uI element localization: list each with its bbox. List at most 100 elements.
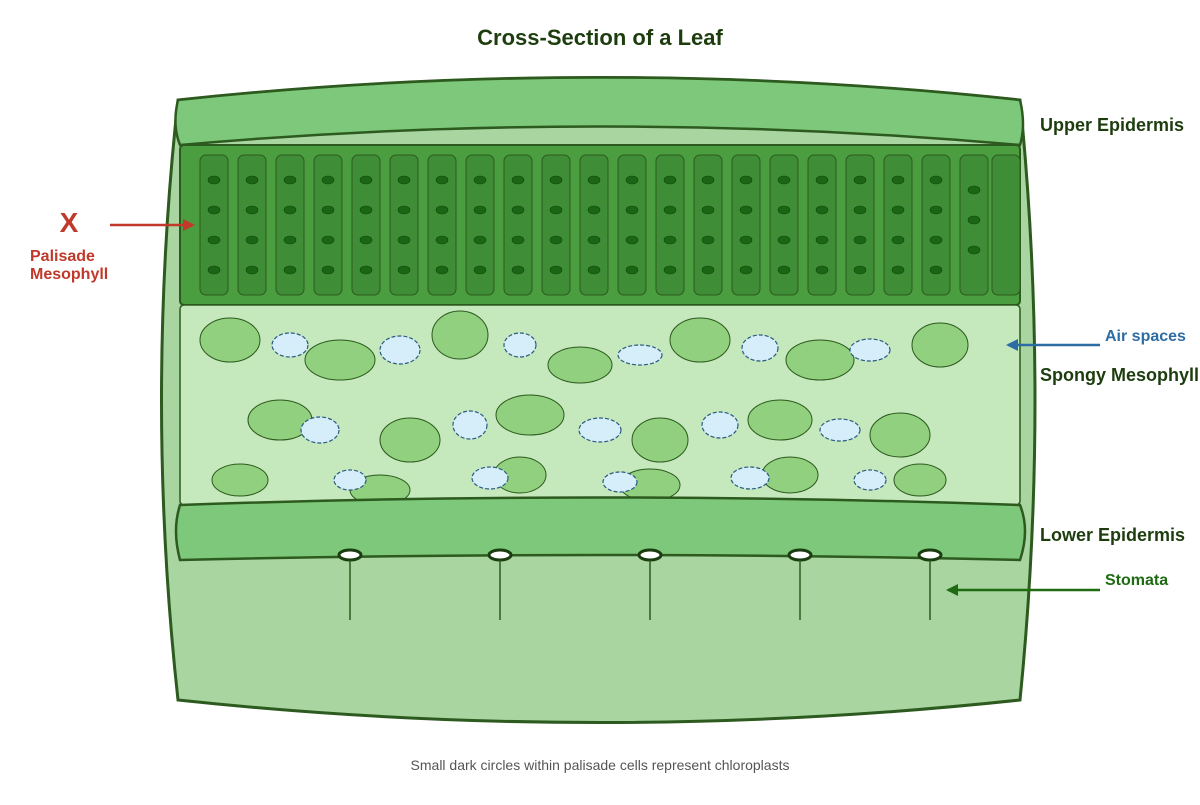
chloroplast (397, 265, 411, 275)
chloroplast (891, 205, 905, 215)
palisade-cell (275, 154, 305, 296)
label-palisade-line2: Mesophyll (30, 266, 108, 283)
chloroplast (245, 175, 259, 185)
chloroplast (701, 235, 715, 245)
chloroplast (473, 205, 487, 215)
palisade-cell (921, 154, 951, 296)
chloroplast (663, 235, 677, 245)
chloroplast (283, 265, 297, 275)
air-space (452, 410, 488, 440)
marker-x: X (60, 207, 79, 238)
chloroplast (397, 235, 411, 245)
label-palisade-line1: Palisade (30, 248, 95, 265)
chloroplast (359, 205, 373, 215)
palisade-cell (389, 154, 419, 296)
spongy-cell (431, 310, 489, 360)
air-space (741, 334, 779, 362)
chloroplast (739, 205, 753, 215)
chloroplast (853, 265, 867, 275)
chloroplast (321, 175, 335, 185)
upper-epidermis (174, 76, 1025, 147)
palisade-cell (959, 154, 989, 296)
spongy-cell (379, 417, 441, 463)
chloroplast (511, 175, 525, 185)
chloroplast (207, 175, 221, 185)
chloroplast (625, 175, 639, 185)
chloroplast (815, 175, 829, 185)
spongy-cell (911, 322, 969, 368)
chloroplast (359, 265, 373, 275)
stomata-group (337, 548, 943, 620)
spongy-cell (893, 463, 947, 497)
chloroplast (625, 205, 639, 215)
stoma (917, 548, 943, 562)
chloroplast (245, 205, 259, 215)
chloroplast (283, 235, 297, 245)
chloroplast (511, 265, 525, 275)
chloroplast (549, 205, 563, 215)
chloroplast (891, 235, 905, 245)
spongy-cell (199, 317, 261, 363)
chloroplast (929, 235, 943, 245)
air-space (602, 471, 638, 493)
chloroplast (473, 235, 487, 245)
chloroplast (929, 175, 943, 185)
chloroplast (701, 205, 715, 215)
spongy-cell (631, 417, 689, 463)
palisade-cell (579, 154, 609, 296)
label-stomata: Stomata (1105, 572, 1168, 589)
chloroplast (815, 265, 829, 275)
chloroplast (207, 265, 221, 275)
chloroplast (853, 175, 867, 185)
chloroplast (321, 265, 335, 275)
palisade-cell (845, 154, 875, 296)
air-space (701, 411, 739, 439)
chloroplast (891, 175, 905, 185)
palisade-cell (617, 154, 647, 296)
chloroplast (777, 175, 791, 185)
lower-epidermis (174, 496, 1027, 562)
chloroplast (549, 235, 563, 245)
chloroplast (397, 205, 411, 215)
air-space (849, 338, 891, 362)
chloroplast (967, 215, 981, 225)
chloroplast (359, 175, 373, 185)
air-space (503, 332, 537, 358)
chloroplast (739, 175, 753, 185)
air-space (730, 466, 770, 490)
palisade-cell (655, 154, 685, 296)
stoma (637, 548, 663, 562)
chloroplast (663, 205, 677, 215)
chloroplast (967, 245, 981, 255)
chloroplast (853, 205, 867, 215)
spongy-cells (199, 310, 969, 506)
spongy-cell (785, 339, 855, 381)
chloroplast (549, 175, 563, 185)
chloroplast (663, 175, 677, 185)
air-space (271, 332, 309, 358)
chloroplast (549, 265, 563, 275)
chloroplast (777, 205, 791, 215)
air-space (471, 466, 509, 490)
chloroplast (435, 205, 449, 215)
chloroplast (815, 205, 829, 215)
palisade-cell (807, 154, 837, 296)
chloroplast (435, 265, 449, 275)
chloroplast (625, 235, 639, 245)
chloroplast (435, 175, 449, 185)
chloroplast (587, 235, 601, 245)
palisade-cell (313, 154, 343, 296)
diagram-title: Cross-Section of a Leaf (477, 25, 723, 50)
palisade-cell (883, 154, 913, 296)
chloroplast (853, 235, 867, 245)
spongy-layer (179, 304, 1021, 506)
palisade-cell (237, 154, 267, 296)
chloroplast (245, 265, 259, 275)
palisade-cell (503, 154, 533, 296)
chloroplast (397, 175, 411, 185)
chloroplast (359, 235, 373, 245)
chloroplast (701, 265, 715, 275)
chloroplast (435, 235, 449, 245)
chloroplast (245, 235, 259, 245)
